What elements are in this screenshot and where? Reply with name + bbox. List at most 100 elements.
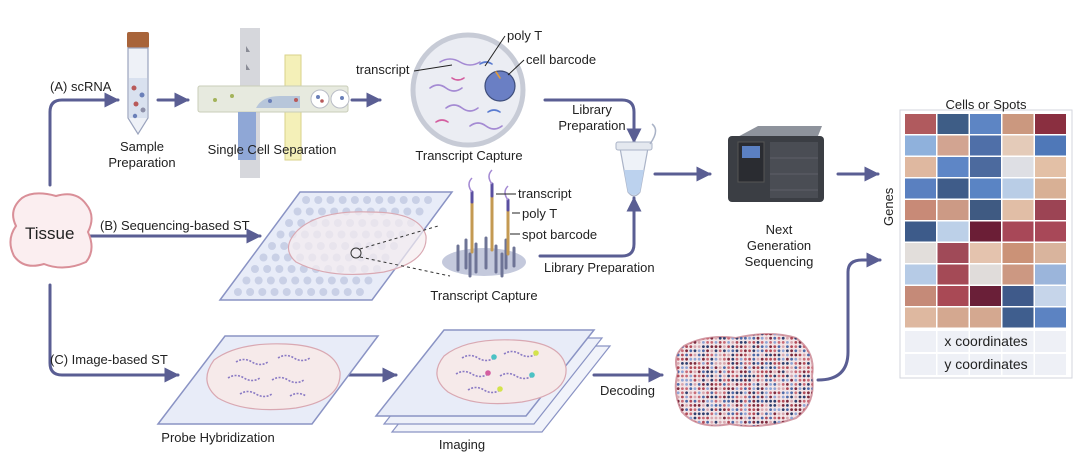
- decoded-dot: [790, 408, 793, 411]
- decoded-dot: [673, 421, 676, 424]
- sample-prep-label-2: Preparation: [108, 155, 176, 170]
- decoded-dot: [676, 341, 680, 344]
- decoded-dot: [702, 378, 705, 382]
- decoded-dot: [748, 395, 751, 399]
- decoded-dot: [811, 399, 813, 403]
- decoded-dot: [676, 383, 680, 386]
- decoded-dot: [702, 334, 705, 336]
- decoded-dot: [773, 420, 777, 424]
- decoded-dot: [786, 412, 789, 416]
- decoded-dot: [723, 336, 726, 340]
- imaging-slides-icon: [374, 329, 612, 433]
- decoded-dot: [676, 345, 680, 348]
- imaging-label: Imaging: [438, 437, 486, 452]
- decoded-dot: [752, 408, 756, 411]
- decoded-dot: [765, 391, 768, 395]
- decoded-dot: [689, 387, 693, 390]
- decoded-dot: [752, 336, 756, 340]
- decoded-dot: [693, 353, 697, 357]
- decoded-dot: [773, 408, 777, 411]
- array-spot: [268, 242, 276, 250]
- decoded-dot: [802, 378, 806, 382]
- decoded-dot: [744, 357, 747, 361]
- coordinate-cell: [905, 354, 936, 375]
- decoded-dot: [723, 341, 726, 344]
- decoded-dot: [773, 345, 777, 348]
- decoded-dot: [676, 374, 680, 378]
- array-spot: [355, 288, 364, 296]
- decoded-dot: [689, 353, 693, 357]
- matrix-cell: [937, 264, 969, 285]
- decoded-dot: [685, 374, 688, 378]
- decoded-dot: [681, 362, 684, 365]
- decoded-dot: [710, 420, 714, 424]
- decoded-dot: [807, 370, 810, 374]
- decoded-dot: [781, 341, 785, 344]
- decoded-dot: [769, 391, 772, 395]
- decoded-dot: [706, 353, 709, 357]
- decoded-dot: [702, 408, 705, 411]
- decoded-dot: [714, 353, 718, 357]
- decoded-dot: [807, 387, 810, 390]
- decoded-dot: [769, 378, 772, 382]
- decoded-dot: [727, 420, 730, 424]
- decoded-dot: [689, 420, 693, 424]
- decoded-dot: [765, 370, 768, 374]
- decoded-dot: [748, 362, 751, 365]
- decoded-dot: [790, 404, 793, 407]
- decoded-dot: [781, 353, 785, 357]
- decoded-dot: [781, 383, 785, 386]
- decoded-dot: [752, 370, 756, 374]
- matrix-cells: [905, 114, 1066, 328]
- decoded-dot: [815, 358, 818, 361]
- matrix-cell: [1002, 221, 1034, 242]
- decoded-dot: [744, 399, 747, 403]
- decoded-dot: [727, 370, 730, 374]
- decoded-dot: [706, 378, 709, 382]
- decoded-dot: [697, 345, 701, 348]
- decoded-dot: [706, 399, 709, 403]
- decoded-dot: [811, 425, 813, 426]
- decoded-dot: [673, 396, 676, 399]
- decoded-dot: [673, 333, 676, 336]
- decoded-dot: [714, 334, 718, 336]
- decoded-dot: [811, 420, 813, 424]
- decoded-dot: [735, 420, 739, 424]
- decoded-dot: [815, 354, 818, 357]
- decoded-dot: [781, 370, 785, 374]
- decoded-dot: [798, 399, 802, 403]
- coordinate-rows: [905, 331, 1066, 375]
- decoded-dot: [802, 416, 806, 420]
- decoded-dot: [798, 357, 802, 361]
- decoded-dot: [706, 416, 709, 420]
- decoded-dot: [744, 349, 747, 353]
- decoded-dot: [769, 420, 772, 424]
- st-spot-barcode-callout: spot barcode: [522, 227, 598, 242]
- decoded-dot: [676, 412, 680, 416]
- matrix-cell: [1002, 286, 1034, 306]
- decoded-dot: [689, 416, 693, 420]
- decoded-dot: [752, 391, 756, 395]
- decoded-dot: [769, 362, 772, 365]
- decoded-dot: [798, 383, 802, 386]
- decoded-dot: [681, 383, 684, 386]
- decoded-dot: [673, 341, 676, 344]
- spot-callouts: [496, 193, 520, 235]
- decoded-dot: [702, 399, 705, 403]
- decoded-dot: [676, 408, 680, 411]
- decoded-dot: [815, 366, 818, 369]
- array-spot: [293, 207, 302, 216]
- decoded-dot: [765, 366, 768, 369]
- decoded-dot: [727, 412, 730, 416]
- decoded-dot: [760, 370, 764, 374]
- decoded-dot: [798, 416, 802, 420]
- decoded-dot: [807, 357, 810, 361]
- decoded-dot: [710, 374, 714, 378]
- decoded-dot: [702, 362, 705, 365]
- pcr-tube-icon: [615, 123, 657, 197]
- decoded-dot: [731, 404, 735, 407]
- matrix-cell: [937, 135, 969, 156]
- decoded-dot: [773, 425, 777, 426]
- decoded-dot: [723, 353, 726, 357]
- coordinate-cell: [1002, 331, 1034, 352]
